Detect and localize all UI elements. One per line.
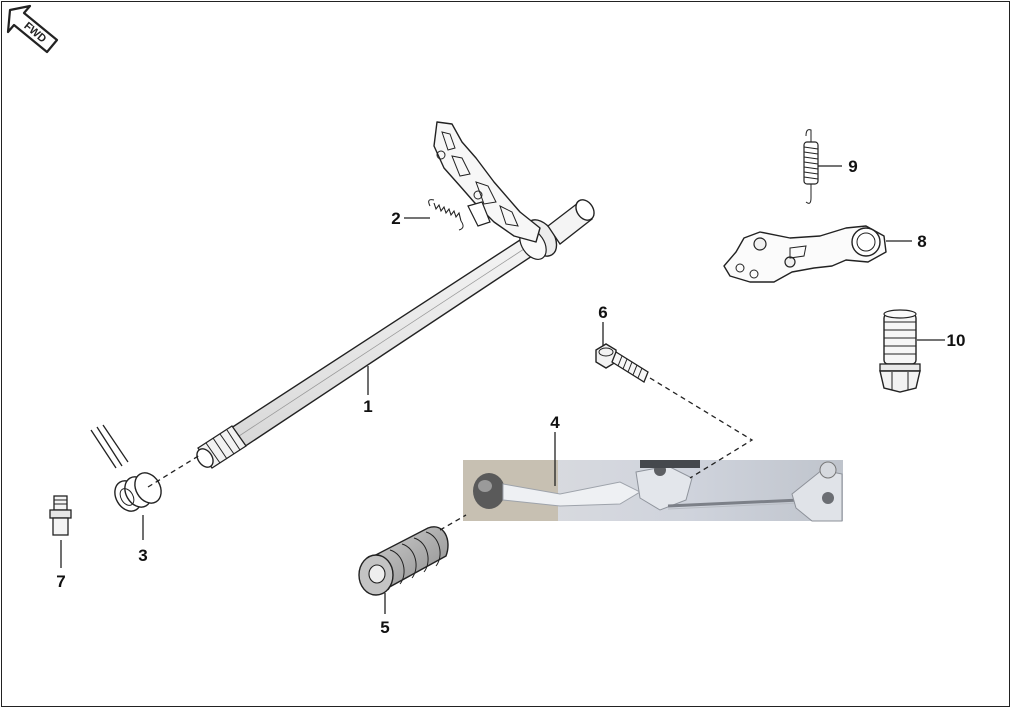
- part-3-torsion-spring: [90, 424, 162, 512]
- part-2-spring: [428, 199, 464, 231]
- callout-1: 1: [363, 397, 372, 416]
- callout-5: 5: [380, 618, 389, 637]
- callout-4: 4: [550, 413, 560, 432]
- part-5-rubber-grip: [358, 526, 449, 596]
- callout-8: 8: [917, 232, 926, 251]
- assembly-line-5: [439, 514, 467, 531]
- part-1-shift-shaft: [196, 121, 595, 469]
- part-7-stud: [49, 495, 72, 536]
- callout-10: 10: [947, 331, 966, 350]
- callout-7: 7: [56, 572, 65, 591]
- assembly-line-3: [147, 454, 201, 488]
- callout-3: 3: [138, 546, 147, 565]
- fwd-badge: FWD: [6, 4, 59, 54]
- part-8-lever-plate: [723, 225, 887, 283]
- assembly-line-6: [649, 377, 754, 479]
- part-6-bolt: [595, 343, 649, 383]
- fwd-arrow-icon: [6, 4, 59, 54]
- callout-6: 6: [598, 303, 607, 322]
- part-10-drain-bolt: [879, 309, 921, 393]
- part-9-extension-spring: [803, 129, 819, 204]
- callout-2: 2: [391, 209, 400, 228]
- callout-9: 9: [848, 157, 857, 176]
- part-4-shift-pedal-photo: [463, 460, 843, 522]
